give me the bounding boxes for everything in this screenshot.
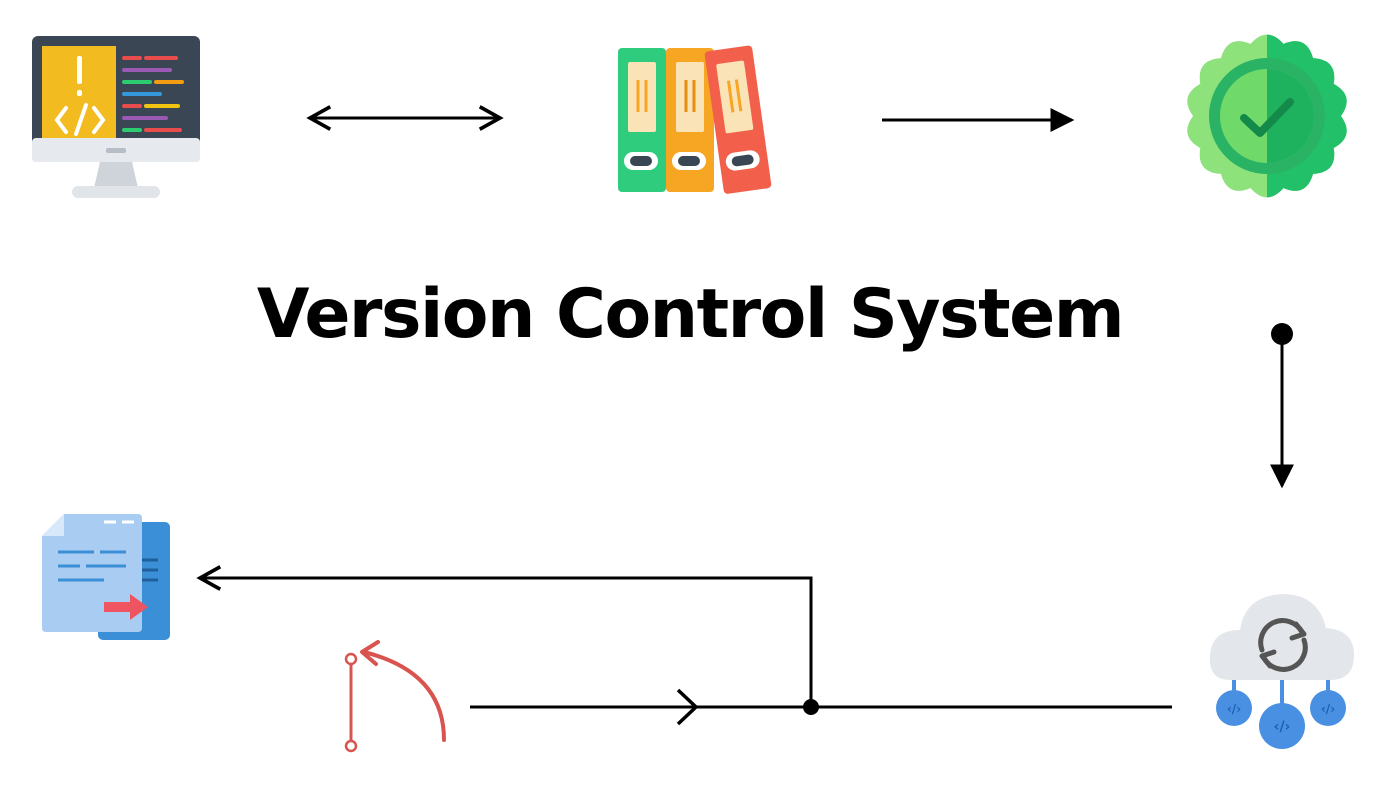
svg-text:‹/›: ‹/› xyxy=(1321,702,1335,716)
branch-icon xyxy=(344,640,446,753)
edge-junction-filetransfer xyxy=(196,565,813,707)
svg-text:‹/›: ‹/› xyxy=(1227,702,1241,716)
binders-icon xyxy=(618,45,772,194)
svg-text:‹/›: ‹/› xyxy=(1274,719,1291,735)
check-badge-icon xyxy=(1187,34,1347,198)
edge-branch-cloud xyxy=(470,688,1172,726)
edge-verified-cloud xyxy=(1270,323,1294,489)
diagram-title: Version Control System xyxy=(256,275,1125,354)
code-monitor-icon xyxy=(32,36,200,198)
cloud-sync-icon: ‹/› ‹/› ‹/› xyxy=(1209,594,1354,749)
file-transfer-icon xyxy=(42,514,170,640)
